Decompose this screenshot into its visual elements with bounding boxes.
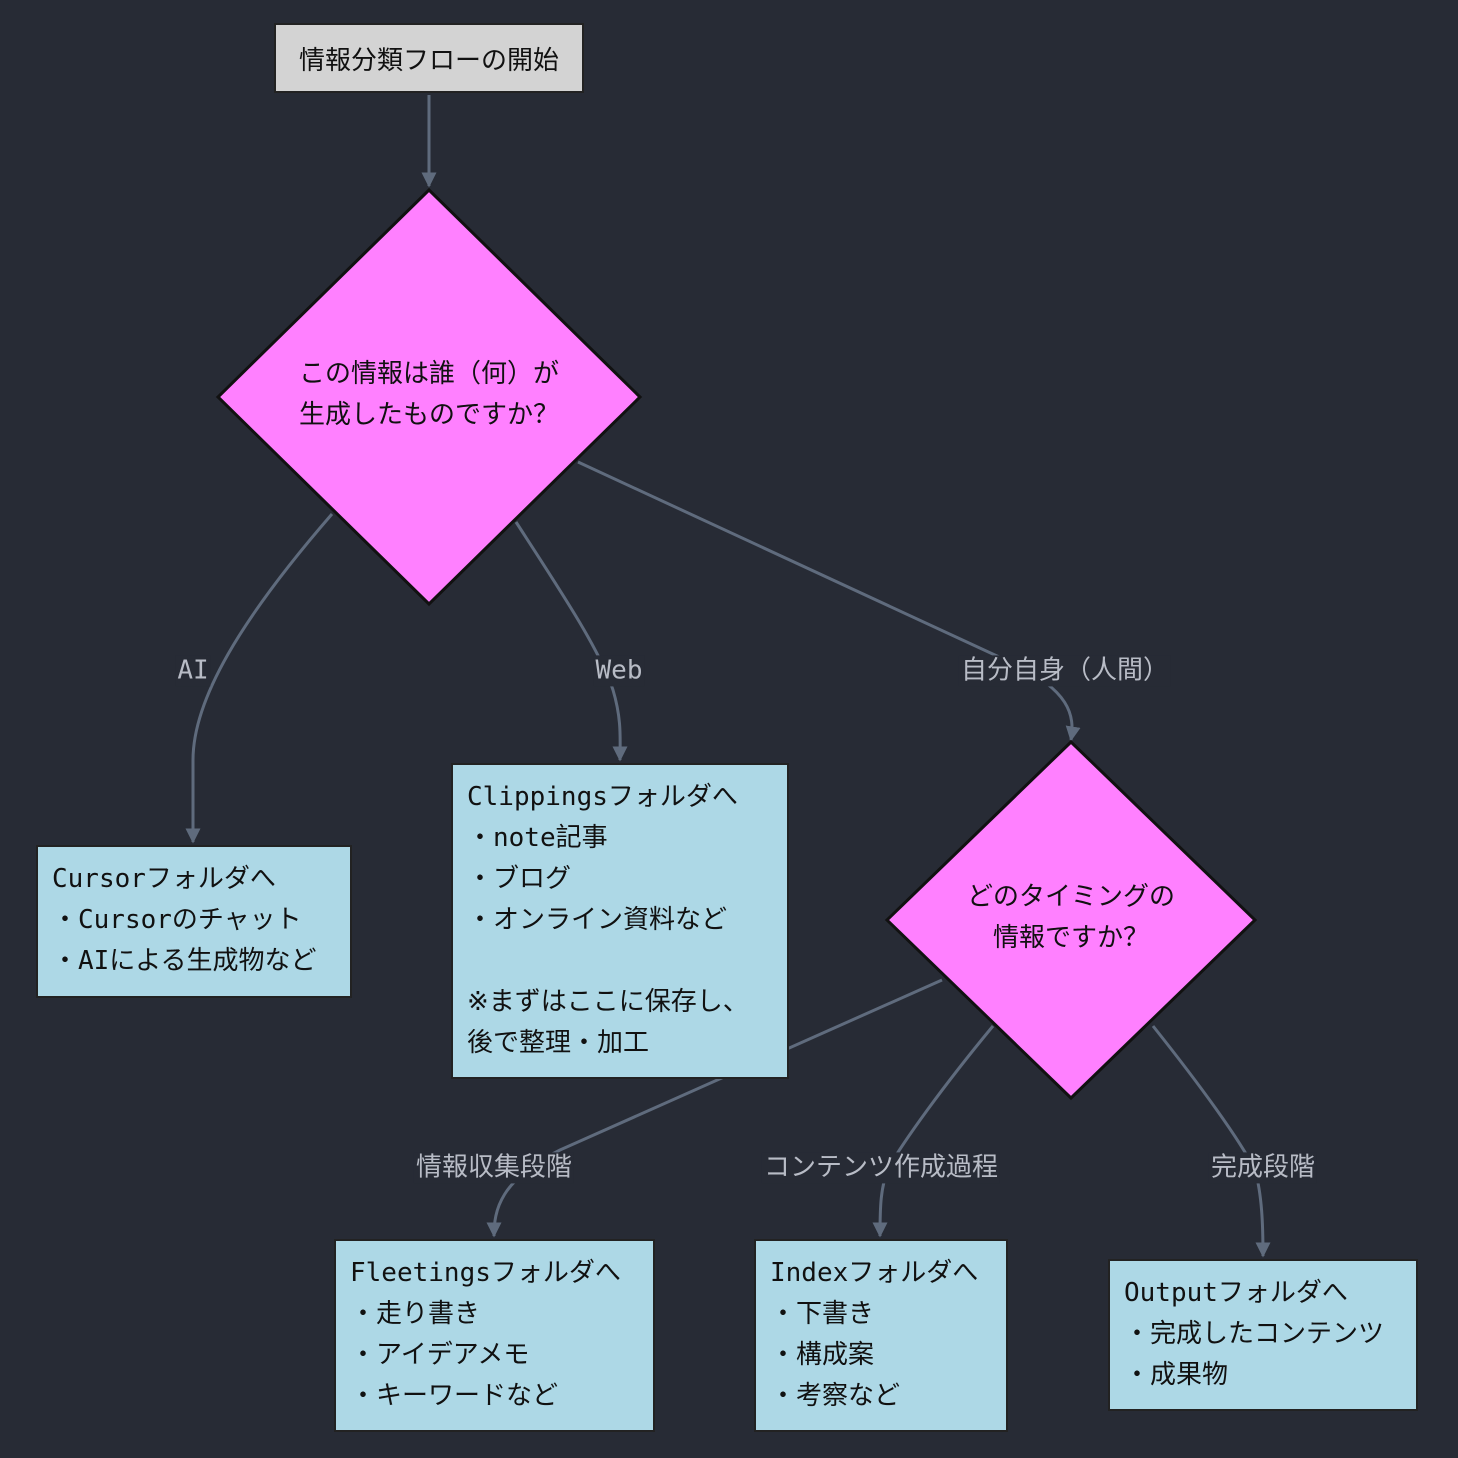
output-folder-item: ・完成したコンテンツ — [1124, 1319, 1385, 1349]
start-node: 情報分類フローの開始 — [274, 23, 584, 93]
output-folder-node: Outputフォルダへ ・完成したコンテンツ ・成果物 — [1108, 1259, 1418, 1411]
fleetings-folder-item: ・アイデアメモ — [350, 1340, 530, 1370]
edge-label-collect: 情報収集段階 — [413, 1152, 575, 1184]
output-folder-title: Outputフォルダへ — [1124, 1278, 1348, 1308]
clippings-folder-item: ・note記事 — [467, 823, 608, 853]
decision-q2-shape — [884, 739, 1258, 1101]
cursor-folder-title: Cursorフォルダへ — [52, 864, 276, 894]
decision-q1-line: この情報は誰（何）が — [298, 359, 560, 389]
decision-q2-line: どのタイミングの — [966, 882, 1176, 912]
edge-label-process: コンテンツ作成過程 — [761, 1152, 1001, 1184]
output-folder-item: ・成果物 — [1124, 1360, 1229, 1390]
fleetings-folder-item: ・走り書き — [350, 1299, 481, 1329]
fleetings-folder-item: ・キーワードなど — [350, 1381, 559, 1411]
edge-label-self: 自分自身（人間） — [958, 655, 1172, 687]
clippings-folder-spacer — [467, 941, 773, 982]
decision-q1-line: 生成したものですか？ — [298, 400, 560, 430]
cursor-folder-item: ・Cursorのチャット — [52, 905, 302, 935]
clippings-folder-node: Clippingsフォルダへ ・note記事 ・ブログ ・オンライン資料など ※… — [451, 763, 789, 1079]
decision-q1-shape — [215, 187, 643, 607]
edge-q1-to-clippings — [514, 521, 628, 762]
decision-q2-line: 情報ですか？ — [992, 923, 1150, 953]
decision-q1: この情報は誰（何）が 生成したものですか？ — [299, 354, 559, 436]
cursor-folder-item: ・AIによる生成物など — [52, 946, 317, 976]
clippings-folder-note: 後で整理・加工 — [467, 1028, 650, 1058]
fleetings-folder-title: Fleetingsフォルダへ — [350, 1258, 621, 1288]
cursor-folder-node: Cursorフォルダへ ・Cursorのチャット ・AIによる生成物など — [36, 845, 352, 998]
edge-q1-to-cursor — [185, 513, 334, 844]
edge-label-complete: 完成段階 — [1208, 1152, 1318, 1184]
clippings-folder-item: ・オンライン資料など — [467, 905, 728, 935]
clippings-folder-title: Clippingsフォルダへ — [467, 782, 738, 812]
fleetings-folder-node: Fleetingsフォルダへ ・走り書き ・アイデアメモ ・キーワードなど — [334, 1239, 655, 1432]
index-folder-item: ・下書き — [770, 1299, 875, 1329]
edge-q2-to-output — [1151, 1025, 1271, 1258]
clippings-folder-item: ・ブログ — [467, 864, 572, 894]
decision-q2: どのタイミングの 情報ですか？ — [967, 877, 1175, 959]
index-folder-item: ・考察など — [770, 1381, 901, 1411]
index-folder-node: Indexフォルダへ ・下書き ・構成案 ・考察など — [754, 1239, 1008, 1432]
index-folder-item: ・構成案 — [770, 1340, 875, 1370]
start-node-label: 情報分類フローの開始 — [298, 45, 559, 76]
index-folder-title: Indexフォルダへ — [770, 1258, 979, 1288]
edge-q2-to-index — [872, 1025, 995, 1238]
edge-label-web: Web — [593, 655, 645, 687]
edge-q1-to-q2 — [577, 460, 1081, 742]
edge-label-ai: AI — [175, 655, 211, 687]
clippings-folder-note: ※まずはここに保存し、 — [467, 987, 749, 1017]
